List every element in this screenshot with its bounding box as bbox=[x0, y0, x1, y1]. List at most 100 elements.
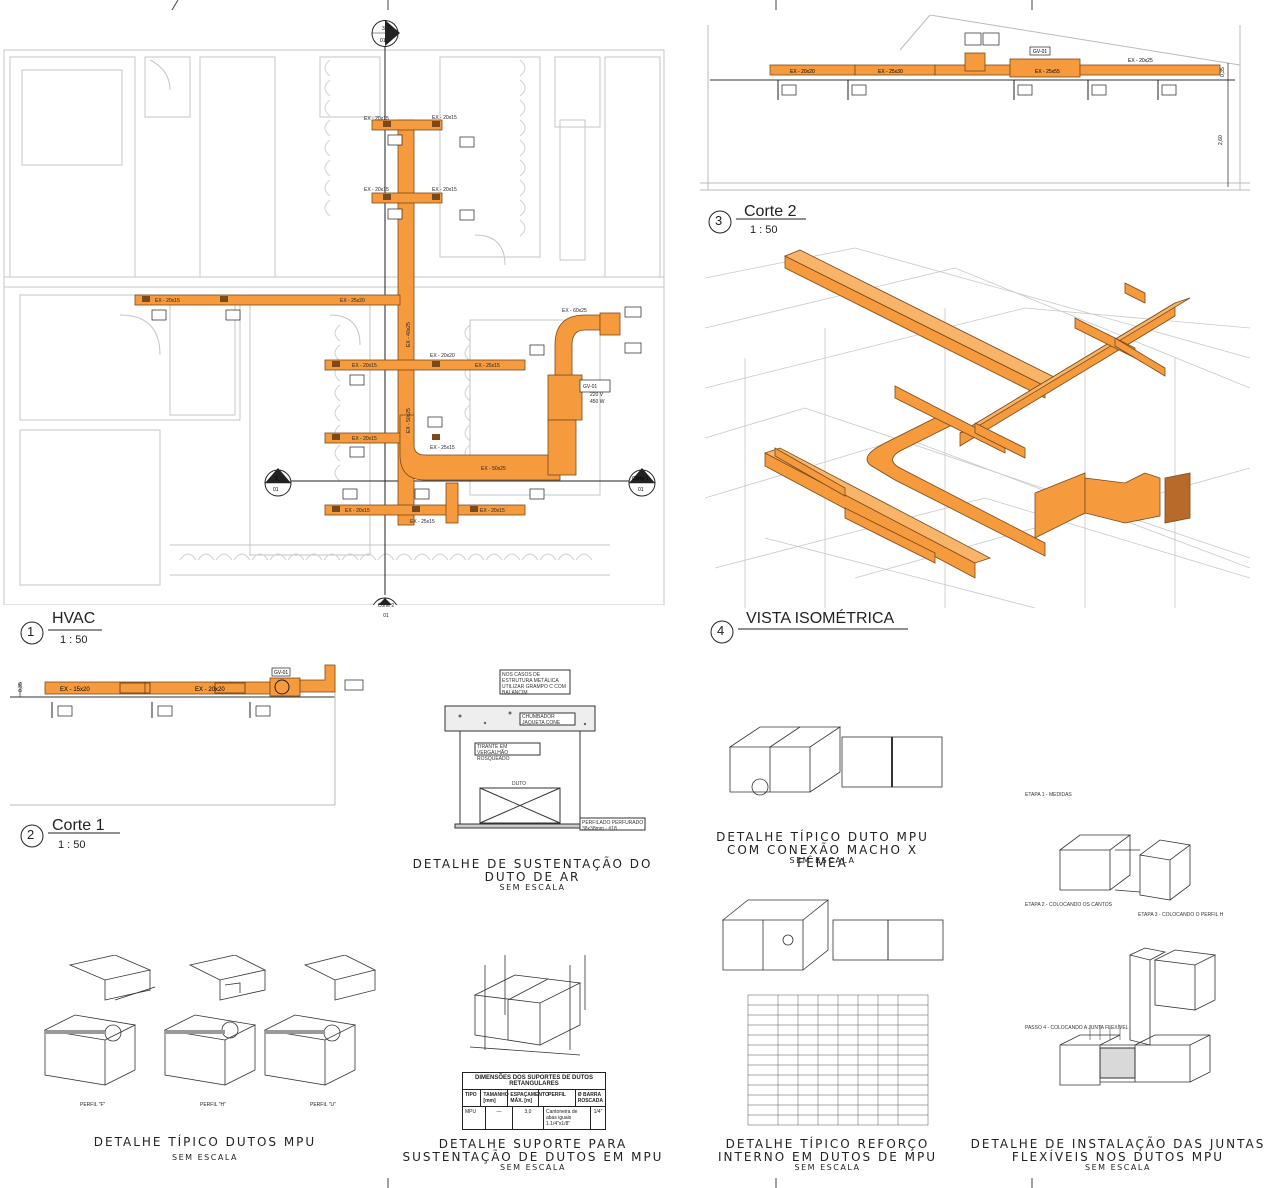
detail-macho-femea-drawing bbox=[728, 726, 943, 796]
corte2-gv: GV-01 bbox=[1033, 49, 1047, 55]
sustentacao-note4: DUTO bbox=[512, 781, 527, 787]
detail-sub-dutos-mpu: SEM ESCALA bbox=[172, 1153, 238, 1162]
table-row: MPU — 3,0 Cantoneira de abas iguais 1.1/… bbox=[463, 1107, 605, 1129]
juntas-etapa2: ETAPA 2 - COLOCANDO OS CANTOS bbox=[1025, 902, 1112, 908]
plan-label-power: 450 W bbox=[590, 399, 605, 405]
view-number-circle bbox=[20, 621, 102, 645]
plan-label-main: EX - 25x20 bbox=[340, 298, 365, 304]
plan-label-25x15-b: EX - 25x15 bbox=[410, 519, 435, 525]
perfil-f-label: PERFIL "F" bbox=[80, 1102, 106, 1108]
detail-sub-sustentacao: SEM ESCALA bbox=[499, 883, 566, 892]
suporte-table: DIMENSÕES DOS SUPORTES DE DUTOS RETANGUL… bbox=[462, 1072, 606, 1130]
detail-sub-reforco: SEM ESCALA bbox=[794, 1163, 861, 1172]
view-number: 4 bbox=[717, 623, 725, 638]
section-left-num: 2 bbox=[275, 476, 278, 482]
view-number: 2 bbox=[27, 827, 35, 842]
perfil-h-label: PERFIL "H" bbox=[200, 1102, 226, 1108]
view-number-circle bbox=[20, 824, 120, 848]
detail-sub-macho-femea: SEM ESCALA bbox=[789, 856, 856, 865]
view-scale: 1 : 50 bbox=[750, 224, 778, 236]
sustentacao-note2: CHUMBADOR JAQUETA CONE bbox=[522, 714, 561, 726]
plan-label-b: EX - 20x15 bbox=[432, 115, 457, 121]
view-scale: 1 : 50 bbox=[60, 634, 88, 646]
corte2-label-d: EX - 20x25 bbox=[1128, 58, 1153, 64]
col-espacamento: ESPAÇAMENTO MÁX. [m] bbox=[510, 1090, 549, 1106]
detail-suporte-drawing bbox=[469, 955, 586, 1056]
detail-perfis-drawing bbox=[43, 955, 377, 1086]
plan-label-60x25: EX - 60x25 bbox=[562, 308, 587, 314]
plan-label-left: EX - 20x15 bbox=[155, 298, 180, 304]
section-marker-bottom[interactable] bbox=[372, 597, 398, 605]
cell-espacamento: 3,0 bbox=[513, 1107, 544, 1129]
section-left-sheet: 01 bbox=[273, 487, 279, 493]
view-scale: 1 : 50 bbox=[58, 839, 86, 851]
plan-label-e: EX - 20x15 bbox=[352, 363, 377, 369]
section-top-num: 3 bbox=[382, 26, 385, 32]
sustentacao-note1: NOS CASOS DE ESTRUTURA METÁLICA UTILIZAR… bbox=[502, 672, 566, 696]
section-right-sheet: 01 bbox=[638, 487, 644, 493]
detail-sub-suporte: SEM ESCALA bbox=[500, 1163, 566, 1172]
plan-label-d: EX - 20x15 bbox=[432, 187, 457, 193]
detail-title-sustentacao: DETALHE DE SUSTENTAÇÃO DO DUTO DE AR bbox=[412, 857, 653, 884]
plan-label-25x15: EX - 25x15 bbox=[475, 363, 500, 369]
view-name: Corte 2 bbox=[744, 203, 797, 220]
col-tamanho: TAMANHO [mm] bbox=[483, 1090, 509, 1106]
view-title-hvac: 1 HVAC 1 : 50 bbox=[20, 610, 110, 659]
view-number-circle bbox=[710, 620, 908, 644]
view-number-circle bbox=[708, 210, 806, 234]
cell-tipo: MPU bbox=[463, 1107, 486, 1129]
col-barra: Ø BARRA ROSCADA bbox=[577, 1092, 603, 1104]
cell-perfil: Cantoneira de abas iguais 1.1/4"x1/8" bbox=[544, 1107, 591, 1129]
detail-title-reforco: DETALHE TÍPICO REFORÇO INTERNO EM DUTOS … bbox=[718, 1137, 937, 1164]
corte1-label-b: EX - 20x20 bbox=[195, 687, 225, 693]
corte2-label-b: EX - 25x30 bbox=[878, 69, 903, 75]
detail-reforco-drawing bbox=[721, 899, 944, 1126]
section-marker-left[interactable]: 2 01 bbox=[264, 468, 292, 497]
view-number: 3 bbox=[715, 213, 723, 228]
view-name: Corte 1 bbox=[52, 817, 105, 834]
section-right-num: Corte 1 bbox=[632, 476, 649, 482]
cell-barra: 1/4" bbox=[593, 1109, 603, 1115]
juntas-etapa3: ETAPA 3 - COLOCANDO O PERFIL H bbox=[1138, 912, 1224, 918]
suporte-table-header: TIPO TAMANHO [mm] ESPAÇAMENTO MÁX. [m] P… bbox=[463, 1090, 605, 1107]
view-number: 1 bbox=[27, 624, 35, 639]
detail-title-juntas: DETALHE DE INSTALAÇÃO DAS JUNTAS FLEXÍVE… bbox=[970, 1137, 1266, 1164]
corte2-h2: 2,60 bbox=[1218, 135, 1224, 145]
plan-label-c: EX - 20x15 bbox=[364, 187, 389, 193]
corte1-height: 0,35 bbox=[18, 682, 24, 692]
plan-label-volt: 220 V bbox=[590, 392, 604, 398]
detail-title-suporte: DETALHE SUPORTE PARA SUSTENTAÇÃO DE DUTO… bbox=[402, 1137, 664, 1164]
juntas-etapa1: ETAPA 1 - MEDIDAS bbox=[1025, 792, 1072, 798]
plan-label-f: EX - 20x15 bbox=[352, 436, 377, 442]
isometric-view bbox=[705, 247, 1250, 608]
corte1-label-a: EX - 15x20 bbox=[60, 687, 90, 693]
col-perfil: PERFIL bbox=[539, 1090, 576, 1106]
detail-title-macho-femea: DETALHE TÍPICO DUTO MPU COM CONEXÃO MACH… bbox=[716, 830, 929, 870]
detail-juntas-drawing bbox=[1058, 834, 1217, 1086]
plan-label-25x15-c: EX - 25x15 bbox=[430, 445, 455, 451]
section-bottom-sheet: 01 bbox=[383, 613, 389, 619]
col-tipo: TIPO bbox=[463, 1090, 482, 1106]
view-name: HVAC bbox=[52, 610, 96, 627]
plan-label-20x20: EX - 20x20 bbox=[430, 353, 455, 359]
perfil-u-label: PERFIL "U" bbox=[310, 1102, 336, 1108]
plan-label-40x25: EX - 40x25 bbox=[406, 322, 412, 347]
plan-label-a: EX - 20x15 bbox=[364, 116, 389, 122]
plan-ducts bbox=[134, 119, 621, 526]
section-marker-top[interactable]: 3 01 bbox=[371, 20, 400, 47]
view-title-corte2: 3 Corte 2 1 : 50 bbox=[708, 202, 808, 243]
corte2-label-c: EX - 25x55 bbox=[1035, 69, 1060, 75]
corte1-gv: GV-01 bbox=[274, 670, 288, 676]
detail-sub-juntas: SEM ESCALA bbox=[1085, 1163, 1151, 1172]
plan-label-gv: GV-01 bbox=[583, 384, 597, 390]
detail-sustentacao-drawing bbox=[444, 669, 646, 831]
section-marker-right[interactable]: Corte 1 01 bbox=[628, 468, 656, 497]
suporte-table-title: DIMENSÕES DOS SUPORTES DE DUTOS RETANGUL… bbox=[463, 1073, 605, 1090]
detail-title-dutos-mpu: DETALHE TÍPICO DUTOS MPU bbox=[93, 1135, 317, 1149]
plan-label-h: EX - 20x15 bbox=[480, 508, 505, 514]
plan-label-50x25: EX - 50x25 bbox=[481, 466, 506, 472]
corte2-section: 0,35 2,60 EX - 20x20 EX - 25x30 EX - 25x… bbox=[700, 15, 1250, 191]
plan-label-g: EX - 20x15 bbox=[345, 508, 370, 514]
juntas-etapa4: PASSO 4 - COLOCANDO A JUNTA FLEXÍVEL bbox=[1025, 1025, 1129, 1031]
